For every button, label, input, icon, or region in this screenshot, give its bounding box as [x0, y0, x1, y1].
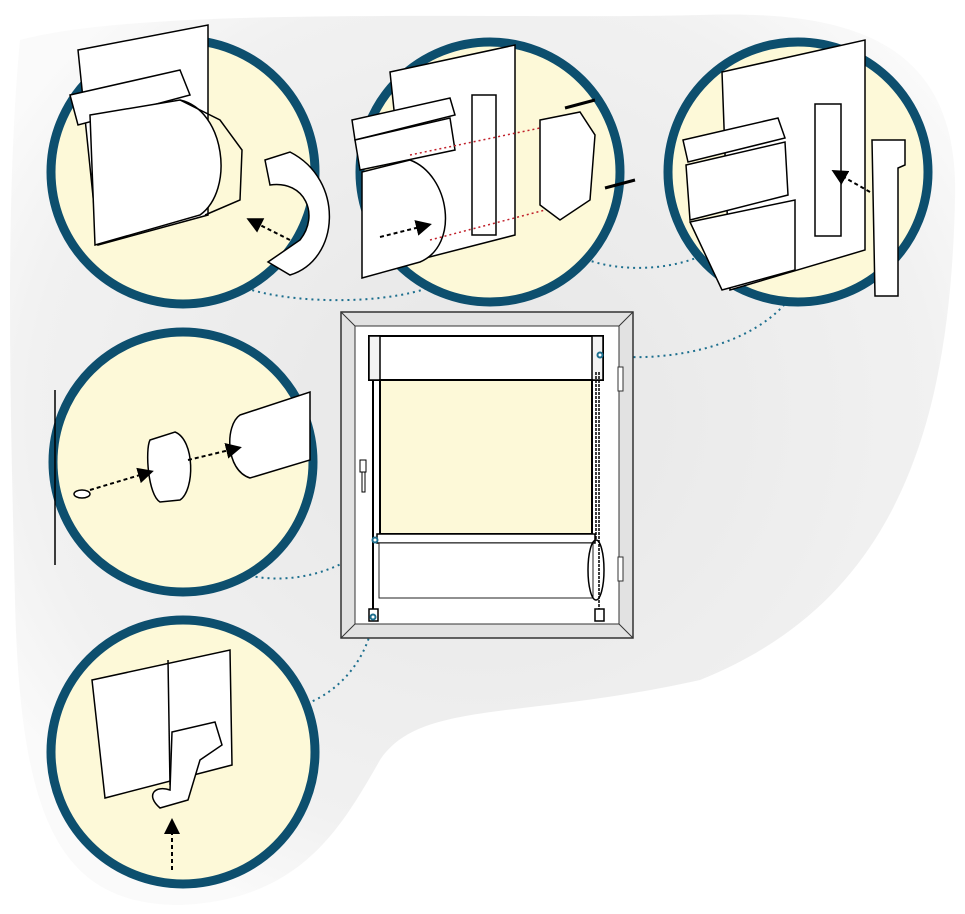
- blind-fabric: [379, 379, 593, 535]
- cord-guide-detail: [48, 327, 318, 597]
- roller-blind-window: [340, 311, 634, 639]
- wall-bracket-detail: [663, 37, 933, 307]
- bottom-rail-clip-detail: [46, 615, 320, 889]
- cassette-mount-detail: [46, 24, 331, 309]
- bracket-screw-detail: [351, 37, 636, 307]
